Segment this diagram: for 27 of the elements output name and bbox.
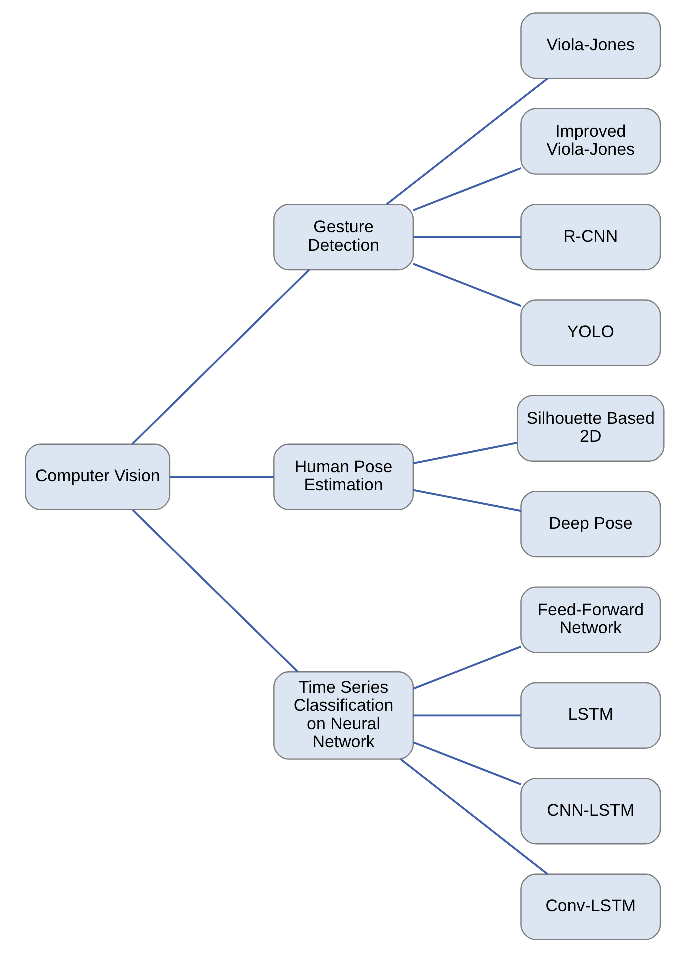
- connector: [412, 714, 521, 717]
- node-box: Time Series Classification on Neural Network: [273, 672, 414, 760]
- node-box: Conv-LSTM: [520, 874, 661, 940]
- connector: [400, 758, 548, 876]
- node-box: Human Pose Estimation: [273, 444, 414, 510]
- connector: [132, 510, 298, 673]
- connector: [386, 78, 548, 206]
- connector: [412, 236, 521, 238]
- node-box: Viola-Jones: [520, 12, 661, 80]
- node-box: Improved Viola-Jones: [520, 108, 661, 175]
- node-box: Feed-Forward Network: [520, 586, 661, 654]
- node-box: Gesture Detection: [273, 204, 414, 271]
- connector: [412, 167, 522, 212]
- connector: [131, 269, 310, 445]
- node-box: Computer Vision: [24, 444, 170, 510]
- connector: [170, 476, 274, 478]
- node-box: YOLO: [520, 300, 661, 366]
- node-box: CNN-LSTM: [520, 778, 661, 845]
- connector: [412, 742, 522, 786]
- node-box: Silhouette Based 2D: [516, 395, 664, 462]
- connector: [412, 646, 522, 690]
- connector: [412, 489, 521, 512]
- node-box: Deep Pose: [520, 491, 661, 558]
- connector: [412, 263, 522, 308]
- node-box: LSTM: [520, 682, 661, 750]
- node-box: R-CNN: [520, 204, 661, 271]
- connector: [412, 442, 518, 464]
